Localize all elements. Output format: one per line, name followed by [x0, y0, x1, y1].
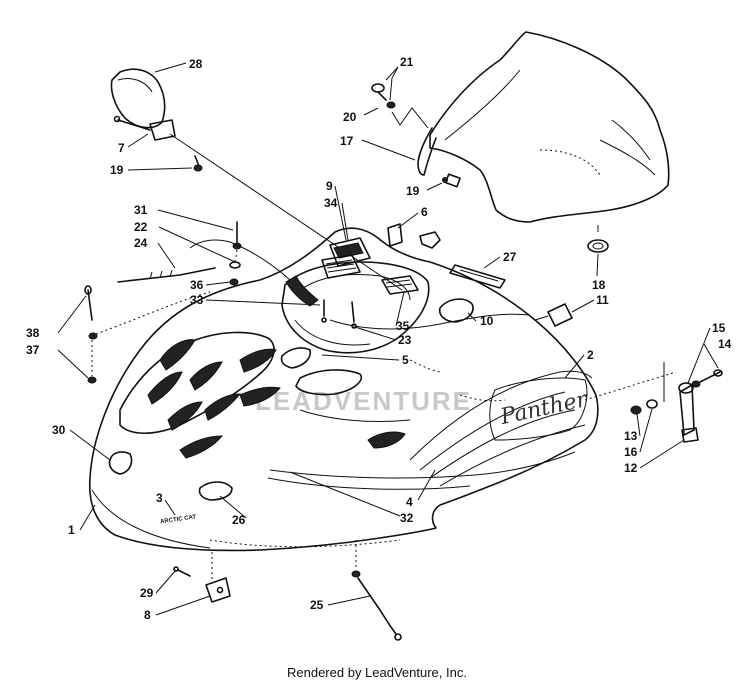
callout-24: 24	[134, 236, 148, 250]
callout-34: 34	[324, 196, 338, 210]
callout-18: 18	[592, 278, 606, 292]
callout-14: 14	[718, 337, 732, 351]
credit-text: Rendered by LeadVenture, Inc.	[287, 665, 467, 680]
screw-33-23	[321, 299, 357, 329]
callout-25: 25	[310, 598, 324, 612]
callout-10: 10	[480, 314, 494, 328]
callout-31: 31	[134, 203, 148, 217]
decal-11	[534, 303, 573, 327]
callout-19-windshield: 19	[406, 184, 420, 198]
cable-25	[351, 540, 402, 641]
callout-19: 19	[110, 163, 124, 177]
patch-30	[108, 451, 133, 475]
callout-36: 36	[190, 278, 204, 292]
grommet-18	[587, 225, 609, 253]
callouts: 28 7 19 21 20 17 19 9 34 6 31 22 24 27 3…	[26, 55, 732, 622]
decal-27	[449, 264, 506, 289]
callout-9: 9	[326, 179, 333, 193]
callout-33: 33	[190, 293, 204, 307]
bracket-8-29	[173, 552, 231, 603]
decal-35	[381, 275, 419, 295]
decal-9-34	[321, 237, 371, 279]
callout-29: 29	[140, 586, 154, 600]
callout-38: 38	[26, 326, 40, 340]
callout-23: 23	[398, 333, 412, 347]
callout-13: 13	[624, 429, 638, 443]
leader-lines	[57, 62, 719, 616]
callout-15: 15	[712, 321, 726, 335]
callout-32: 32	[400, 511, 414, 525]
callout-12: 12	[624, 461, 638, 475]
callout-1: 1	[68, 523, 75, 537]
callout-11: 11	[596, 293, 609, 307]
patch-26	[198, 481, 233, 501]
callout-6: 6	[421, 205, 428, 219]
callout-21: 21	[400, 55, 414, 69]
bracket-12-16	[584, 362, 723, 443]
callout-16: 16	[624, 445, 638, 459]
hood: Panther ARCTIC CAT	[88, 227, 599, 552]
callout-17: 17	[340, 134, 354, 148]
callout-30: 30	[52, 423, 66, 437]
callout-4: 4	[406, 495, 413, 509]
callout-3: 3	[156, 491, 163, 505]
tether-37-38	[84, 285, 211, 384]
cable-24	[117, 239, 291, 283]
callout-28: 28	[189, 57, 203, 71]
decal-6	[387, 223, 441, 249]
callout-8: 8	[144, 608, 151, 622]
callout-35: 35	[396, 319, 410, 333]
callout-2: 2	[587, 348, 594, 362]
callout-26: 26	[232, 513, 246, 527]
clip-19	[442, 173, 461, 188]
callout-27: 27	[503, 250, 517, 264]
callout-7: 7	[118, 141, 125, 155]
watermark: LEADVENTURE	[255, 386, 472, 416]
screw-20-21	[371, 83, 429, 129]
callout-37: 37	[26, 343, 40, 357]
mirror	[110, 68, 203, 172]
windshield	[417, 31, 670, 223]
callout-20: 20	[343, 110, 357, 124]
callout-22: 22	[134, 220, 148, 234]
callout-5: 5	[402, 353, 409, 367]
front-decal-text: ARCTIC CAT	[160, 514, 197, 525]
screw-31-22-36	[229, 221, 242, 286]
